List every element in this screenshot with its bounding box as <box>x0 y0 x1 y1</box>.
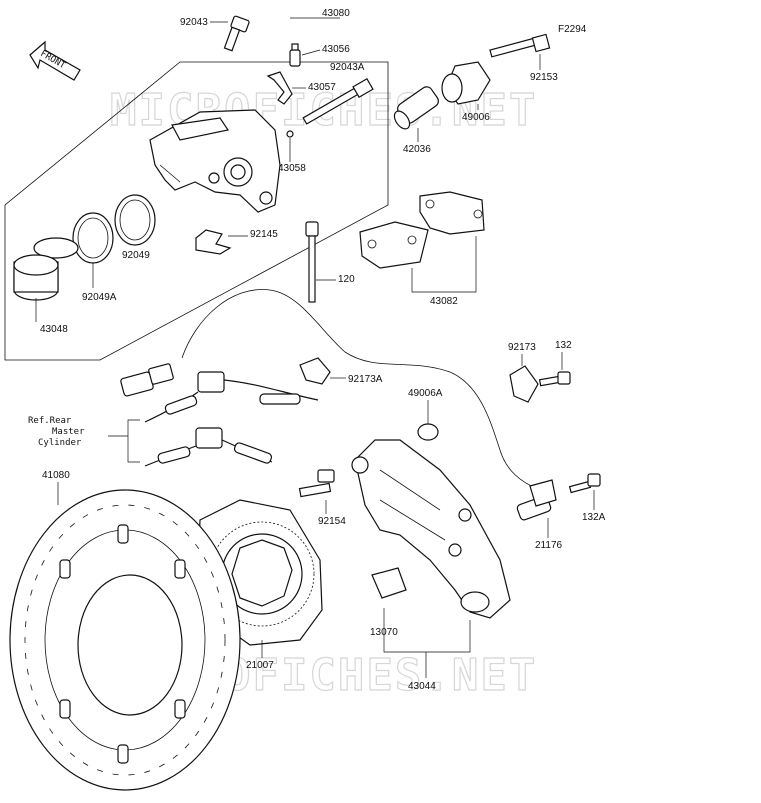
bolt-132a-icon <box>568 473 601 494</box>
label-49006a: 49006A <box>408 388 443 399</box>
label-43044: 43044 <box>408 681 436 692</box>
seal-92049-icon <box>114 194 156 246</box>
bolt-92153-icon <box>489 33 551 58</box>
label-43048: 43048 <box>40 324 68 335</box>
cap-43058-icon <box>286 130 294 138</box>
label-43056: 43056 <box>322 44 350 55</box>
label-92173: 92173 <box>508 342 536 353</box>
label-120: 120 <box>338 274 355 285</box>
ref-note-line1: Ref.Rear <box>28 416 72 426</box>
catalog-note: F2294 <box>558 24 587 35</box>
sensor-21176-icon <box>516 479 557 521</box>
boot-49006-icon <box>441 61 491 105</box>
piston-43048-icon <box>13 237 79 301</box>
brake-hose-icon <box>144 371 319 467</box>
bolt-132-icon <box>538 371 571 387</box>
bolt-92154-icon <box>298 469 335 498</box>
ref-note-line2: Master <box>52 427 85 437</box>
label-43057: 43057 <box>308 82 336 93</box>
label-132a: 132A <box>582 512 606 523</box>
brake-pads-43082-icon <box>359 191 485 269</box>
bleeder-43056-icon <box>289 43 301 67</box>
label-41080: 41080 <box>42 470 70 481</box>
label-43080: 43080 <box>322 8 350 19</box>
label-43082: 43082 <box>430 296 458 307</box>
caliper-body-icon <box>149 109 281 213</box>
label-92153: 92153 <box>530 72 558 83</box>
bolt-92043-icon <box>223 15 250 52</box>
clamp-92173-icon <box>509 365 539 403</box>
caliper-assembly-outline <box>4 61 389 361</box>
label-21176: 21176 <box>535 540 563 551</box>
spring-92145-icon <box>195 229 232 255</box>
label-92049: 92049 <box>122 250 150 261</box>
ref-note-line3: Cylinder <box>38 438 82 448</box>
label-42036: 42036 <box>403 144 431 155</box>
sensor-wire <box>181 289 541 491</box>
label-92049a: 92049A <box>82 292 117 303</box>
bolt-120-icon <box>305 221 319 303</box>
caliper-bracket-43044-icon <box>351 439 511 619</box>
label-92173a: 92173A <box>348 374 383 385</box>
label-49006: 49006 <box>462 112 490 123</box>
label-21007: 21007 <box>246 660 274 671</box>
label-92043a: 92043A <box>330 62 365 73</box>
clamp-92173a-icon <box>299 357 331 385</box>
label-92043: 92043 <box>180 17 208 28</box>
label-92154: 92154 <box>318 516 346 527</box>
plate-13070-icon <box>371 567 407 599</box>
sleeve-42036-icon <box>393 86 439 130</box>
clip-43057-icon <box>266 71 293 105</box>
pin-92043a-icon <box>302 77 374 125</box>
seal-92049a-icon <box>72 212 114 264</box>
sensor-connector-icon <box>120 363 174 397</box>
label-92145: 92145 <box>250 229 278 240</box>
brake-disc-41080-icon <box>9 489 241 791</box>
label-13070: 13070 <box>370 627 398 638</box>
label-132: 132 <box>555 340 572 351</box>
label-43058: 43058 <box>278 163 306 174</box>
boot-49006a-icon <box>417 423 439 441</box>
front-arrow-icon: FRONT <box>29 40 81 81</box>
